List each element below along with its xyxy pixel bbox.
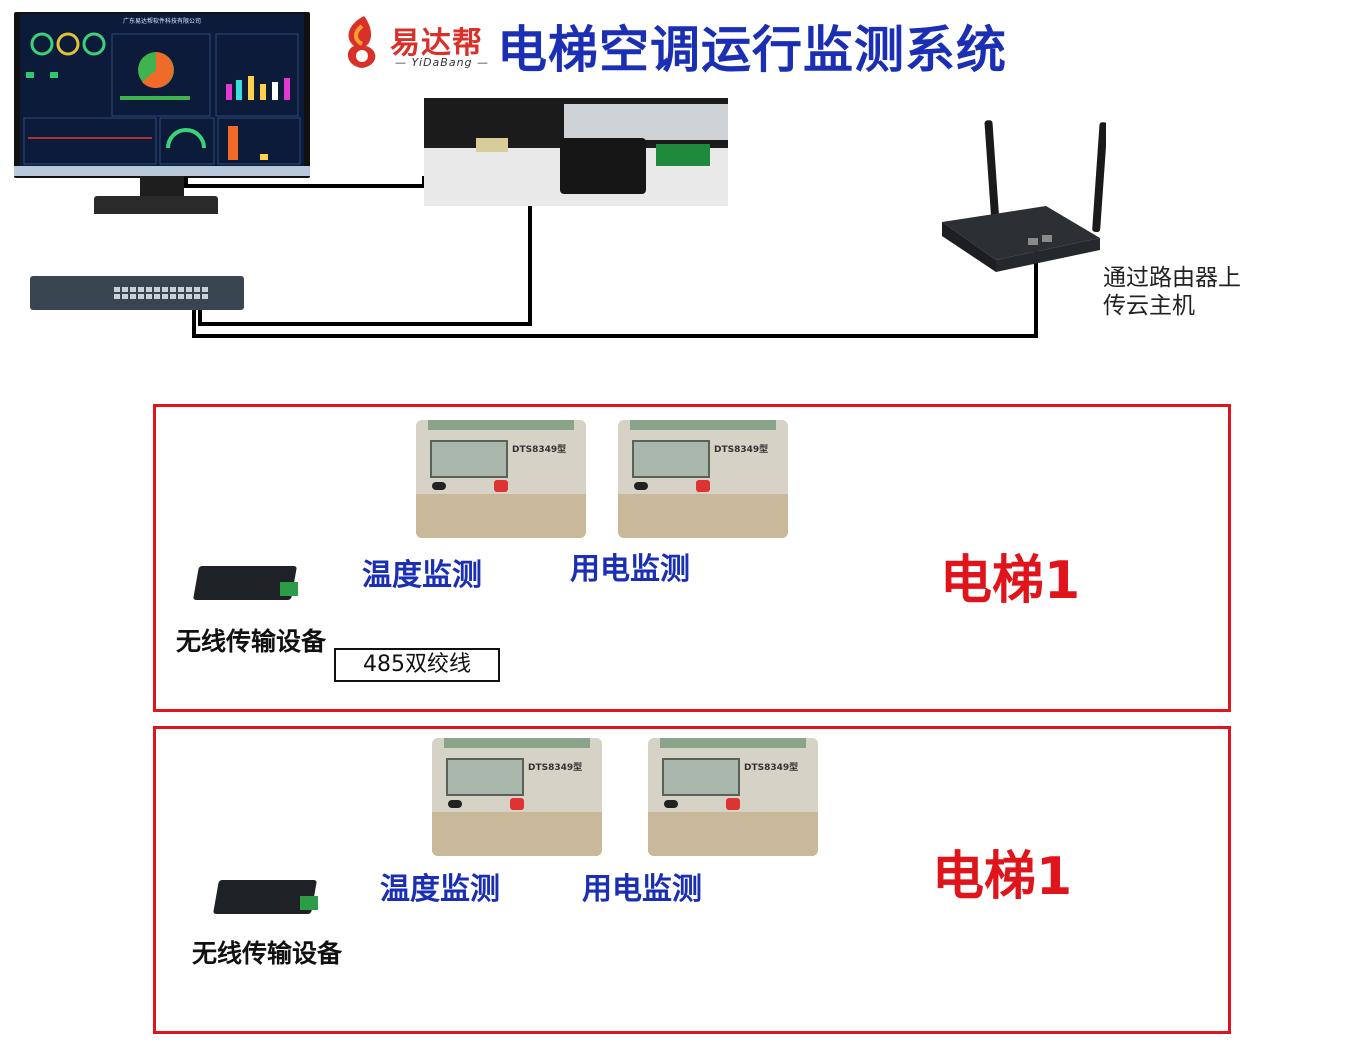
switch-to-router-cable xyxy=(192,250,1038,338)
elevator-name: 电梯1 xyxy=(932,847,1073,907)
meter-display xyxy=(662,758,740,796)
logo-icon xyxy=(347,16,376,68)
temp-monitor-label: 温度监测 xyxy=(362,558,482,593)
router-icon xyxy=(942,120,1106,272)
meter-model: DTS8349型 xyxy=(714,445,769,455)
energy-meter: DTS8349型 xyxy=(618,420,788,538)
temp-monitor-label: 温度监测 xyxy=(380,872,500,907)
network-plug xyxy=(476,138,508,152)
server-to-switch-cable xyxy=(198,138,532,326)
meter-model: DTS8349型 xyxy=(528,763,583,773)
wireless-transmitter xyxy=(213,880,326,924)
router-caption-line1: 通过路由器上 xyxy=(1103,265,1241,291)
monitor-stand-base xyxy=(94,196,218,214)
meter-model: DTS8349型 xyxy=(744,763,799,773)
gateway-module xyxy=(560,138,646,194)
transmitter-label: 无线传输设备 xyxy=(176,627,327,656)
terminal-block xyxy=(656,144,710,166)
server-cover xyxy=(564,104,728,140)
router-caption: 通过路由器上 传云主机 xyxy=(1103,264,1241,320)
logo-text: 易达帮 xyxy=(390,26,483,61)
dashboard-title: 广东易达帮软件科技有限公司 xyxy=(122,18,201,25)
power-monitor-label: 用电监测 xyxy=(570,552,690,587)
wireless-transmitter xyxy=(193,566,306,610)
network-switch xyxy=(30,276,244,310)
switch-ports xyxy=(114,287,208,299)
elevator-name: 电梯1 xyxy=(940,551,1081,611)
meter-terminals xyxy=(432,812,602,856)
power-monitor-label: 用电监测 xyxy=(582,872,702,907)
logo-subtext: — YiDaBang — xyxy=(395,56,490,69)
meter-model: DTS8349型 xyxy=(512,445,567,455)
meter-terminals xyxy=(648,812,818,856)
energy-meter: DTS8349型 xyxy=(432,738,602,856)
dashboard-screen: 广东易达帮软件科技有限公司 xyxy=(20,14,304,172)
monitor-stand-neck xyxy=(140,176,184,198)
meter-terminals xyxy=(618,494,788,538)
meter-terminals xyxy=(416,494,586,538)
dashboard-widgets xyxy=(23,32,301,165)
meter-display xyxy=(446,758,524,796)
meter-display xyxy=(632,440,710,478)
server-photo xyxy=(424,98,728,206)
transmitter-label: 无线传输设备 xyxy=(192,939,343,968)
meter-display xyxy=(430,440,508,478)
router-caption-line2: 传云主机 xyxy=(1103,293,1195,319)
page-title: 电梯空调运行监测系统 xyxy=(497,21,1007,79)
cable-label: 485双绞线 xyxy=(334,648,500,682)
taskbar xyxy=(14,166,310,176)
energy-meter: DTS8349型 xyxy=(648,738,818,856)
energy-meter: DTS8349型 xyxy=(416,420,586,538)
